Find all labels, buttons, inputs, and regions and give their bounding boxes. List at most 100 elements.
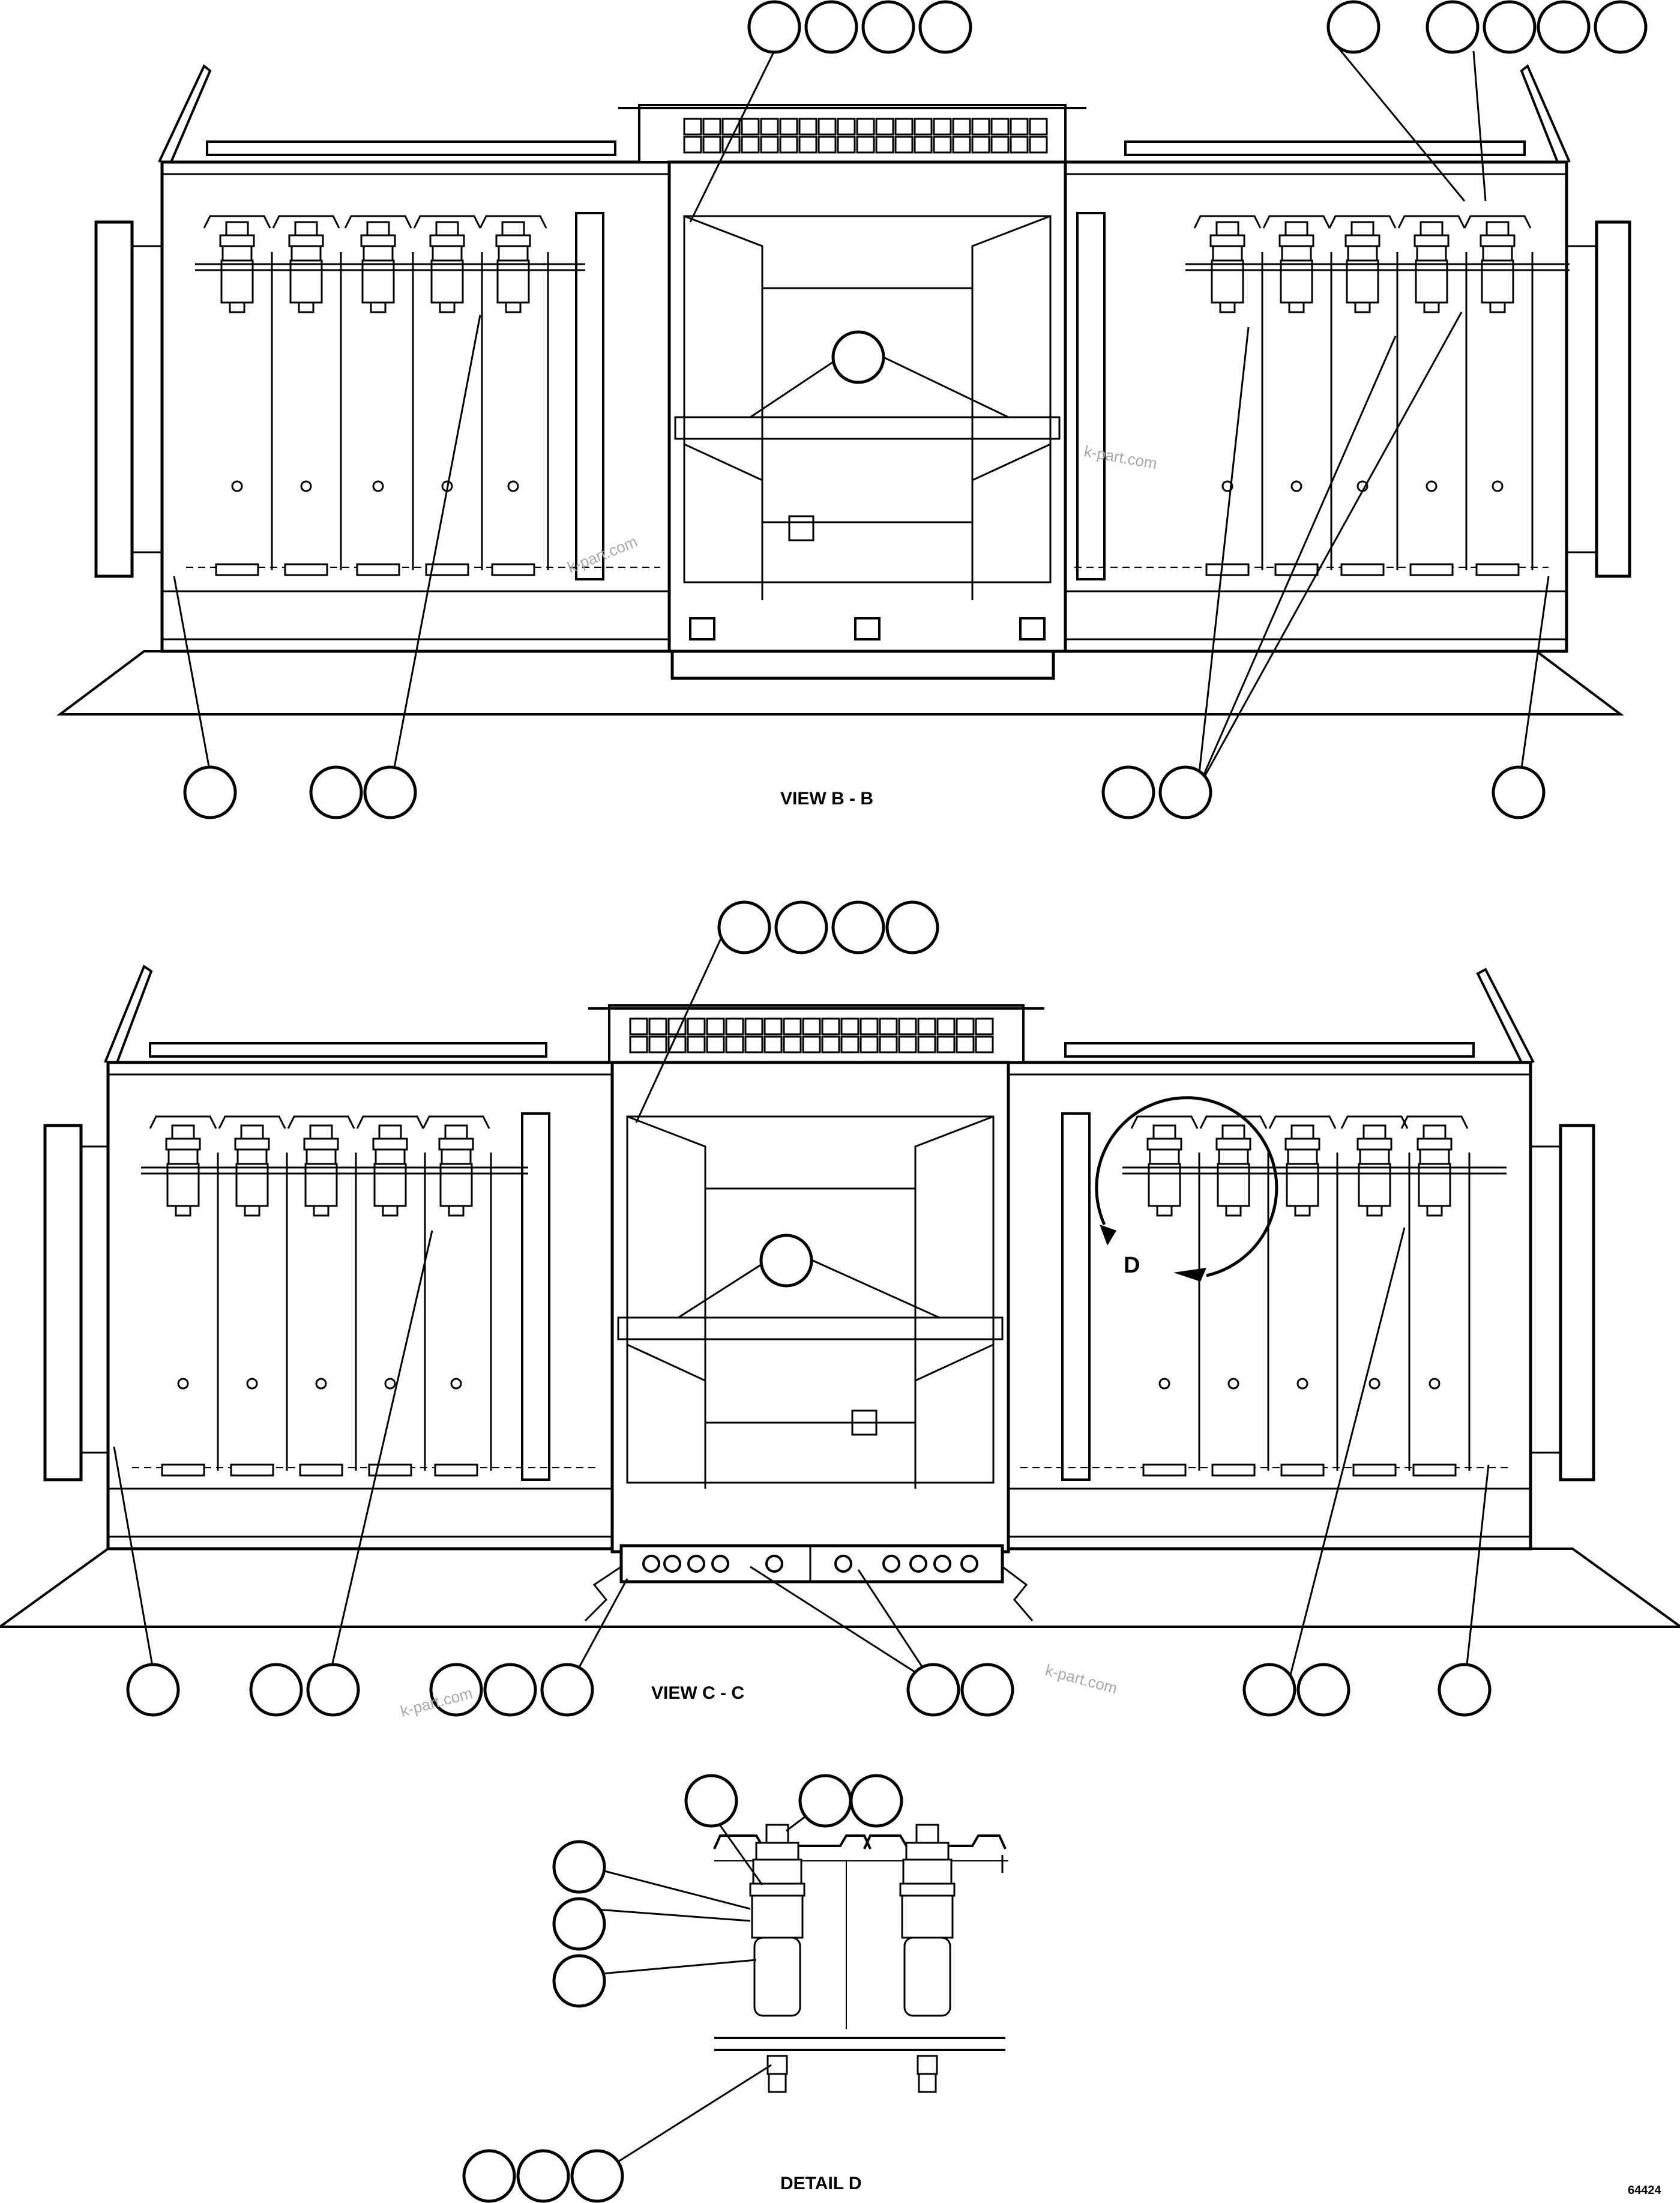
mount-bolt xyxy=(231,480,243,492)
busbar-hole xyxy=(663,1555,681,1573)
contactor-bracket xyxy=(1262,215,1331,229)
busbar-hole xyxy=(642,1555,660,1573)
leader-line xyxy=(1337,47,1466,202)
callout-balloon xyxy=(462,2149,516,2203)
leader-line xyxy=(635,933,724,1123)
grille-slot xyxy=(990,136,1010,154)
watermark-4: k-part.com xyxy=(1043,1661,1119,1698)
contactor-bracket xyxy=(1397,215,1466,229)
contactor-bracket xyxy=(1268,1115,1337,1129)
grille-slot xyxy=(648,1035,667,1053)
callout-balloon xyxy=(684,1774,738,1828)
leader-line xyxy=(326,1230,433,1687)
grille-slot xyxy=(744,1017,763,1035)
leader-line xyxy=(113,1446,157,1687)
grille-slot xyxy=(821,1017,840,1035)
callout-balloon xyxy=(831,900,885,954)
contactor-bracket xyxy=(272,215,340,229)
contactor xyxy=(1284,1124,1320,1217)
leader-line xyxy=(1472,50,1487,202)
busbar-hole xyxy=(687,1555,705,1573)
contactor-bracket xyxy=(218,1115,286,1129)
callout-balloon xyxy=(759,1234,813,1288)
callout-balloon xyxy=(516,2149,570,2203)
grille-slot xyxy=(952,118,971,136)
grille-slot xyxy=(914,136,933,154)
grille-slot xyxy=(629,1035,648,1053)
contactor-bracket xyxy=(479,215,547,229)
busbar-hole xyxy=(933,1555,951,1573)
grille-slot xyxy=(683,136,702,154)
leader-line xyxy=(588,1866,751,1910)
leader-line xyxy=(1196,312,1463,790)
grille-slot xyxy=(856,118,875,136)
callout-balloon xyxy=(249,1663,303,1717)
grille-slot xyxy=(898,1035,917,1053)
foot-block xyxy=(299,1463,343,1477)
mount-bolt xyxy=(450,1378,462,1390)
grille-slot xyxy=(1010,118,1029,136)
contactor-bracket xyxy=(413,215,481,229)
grille-slot xyxy=(741,118,760,136)
grille-slot xyxy=(798,136,817,154)
foot-block xyxy=(491,563,535,576)
leader-line xyxy=(857,1569,935,1684)
callout-balloon xyxy=(570,2149,624,2203)
callout-balloon xyxy=(1242,1663,1296,1717)
grille-slot xyxy=(629,1017,648,1035)
grille-slot xyxy=(706,1017,725,1035)
mount-bolt xyxy=(1296,1378,1308,1390)
detail-contactor xyxy=(899,1824,956,2093)
grille-slot xyxy=(702,136,721,154)
mount-bolt xyxy=(300,480,312,492)
foot-block xyxy=(1340,563,1385,576)
mount-bolt xyxy=(1368,1378,1380,1390)
grille-slot xyxy=(837,136,856,154)
leader-line xyxy=(588,1908,751,1922)
foot-block xyxy=(356,563,400,576)
detail-d-label: DETAIL D xyxy=(780,2174,862,2193)
grille-slot xyxy=(802,1017,821,1035)
contactor xyxy=(372,1124,408,1217)
grille-slot xyxy=(952,136,971,154)
grille-slot xyxy=(706,1035,725,1053)
contactor xyxy=(1215,1124,1251,1217)
callout-balloon xyxy=(717,900,771,954)
contactor-bracket xyxy=(1328,215,1397,229)
grille-slot xyxy=(1010,136,1029,154)
mount-bolt xyxy=(177,1378,189,1390)
grille-slot xyxy=(763,1017,783,1035)
mount-bolt xyxy=(1426,480,1438,492)
callout-balloon xyxy=(552,1954,606,2008)
grille-slot xyxy=(760,118,779,136)
leader-line xyxy=(1517,576,1550,790)
callout-balloon xyxy=(540,1663,594,1717)
grille-slot xyxy=(1029,118,1048,136)
contactor xyxy=(1414,221,1450,313)
grille-slot xyxy=(817,136,837,154)
grille-slot xyxy=(821,1035,840,1053)
contactor xyxy=(495,221,531,313)
contactor xyxy=(165,1124,201,1217)
leader-line xyxy=(600,2064,772,2174)
grille-slot xyxy=(956,1035,975,1053)
grille-slot xyxy=(741,136,760,154)
grille-slot xyxy=(956,1017,975,1035)
contactor xyxy=(1209,221,1245,313)
foot-block xyxy=(1211,1463,1256,1477)
grille-slot xyxy=(667,1035,687,1053)
grille-slot xyxy=(725,1017,744,1035)
callout-balloon xyxy=(774,900,828,954)
contactor xyxy=(1480,221,1516,313)
contactor-bracket xyxy=(203,215,271,229)
grille-slot xyxy=(648,1017,667,1035)
foot-block xyxy=(161,1463,205,1477)
grille-slot xyxy=(783,1017,802,1035)
mount-bolt xyxy=(507,480,519,492)
callout-balloon xyxy=(918,0,972,54)
grille-slot xyxy=(990,118,1010,136)
contactor xyxy=(1344,221,1380,313)
callout-balloon xyxy=(1438,1663,1492,1717)
grille-slot xyxy=(779,136,798,154)
